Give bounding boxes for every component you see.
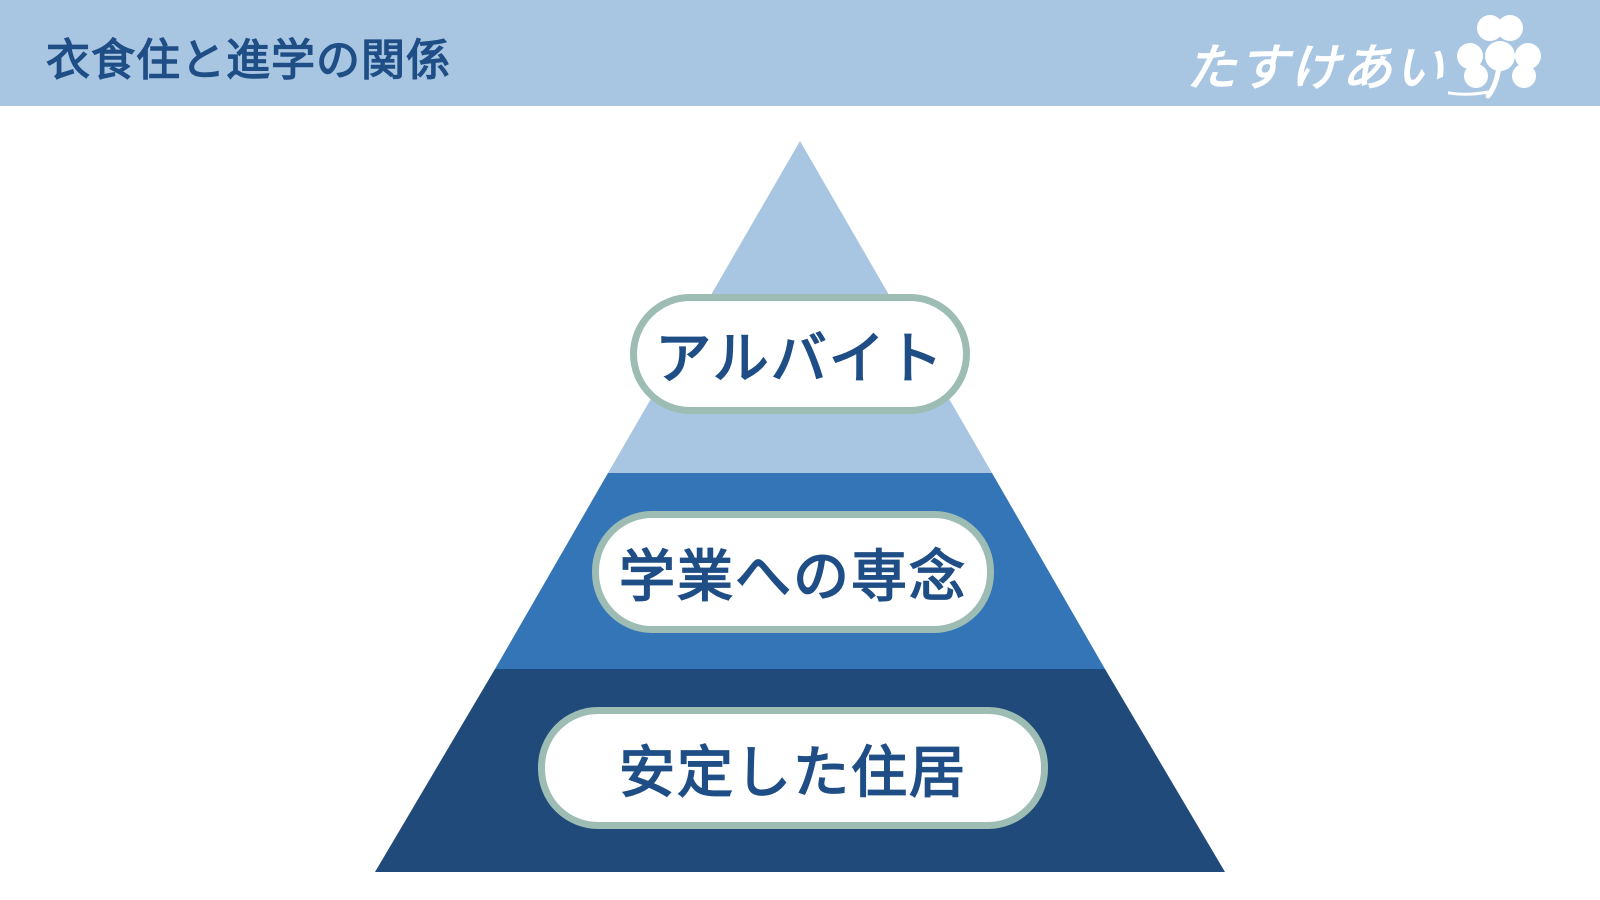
header-bar: 衣食住と進学の関係 たすけあい [0,0,1600,106]
clover-icon [1448,15,1541,99]
tier-label-stable-housing: 安定した住居 [538,707,1048,829]
tier-label-part-time-job: アルバイト [630,294,970,414]
tier-label-focus-on-studies: 学業への専念 [592,511,994,633]
page-title: 衣食住と進学の関係 [46,35,451,86]
brand-logo: たすけあい [1178,6,1558,102]
brand-name: たすけあい [1186,39,1446,97]
